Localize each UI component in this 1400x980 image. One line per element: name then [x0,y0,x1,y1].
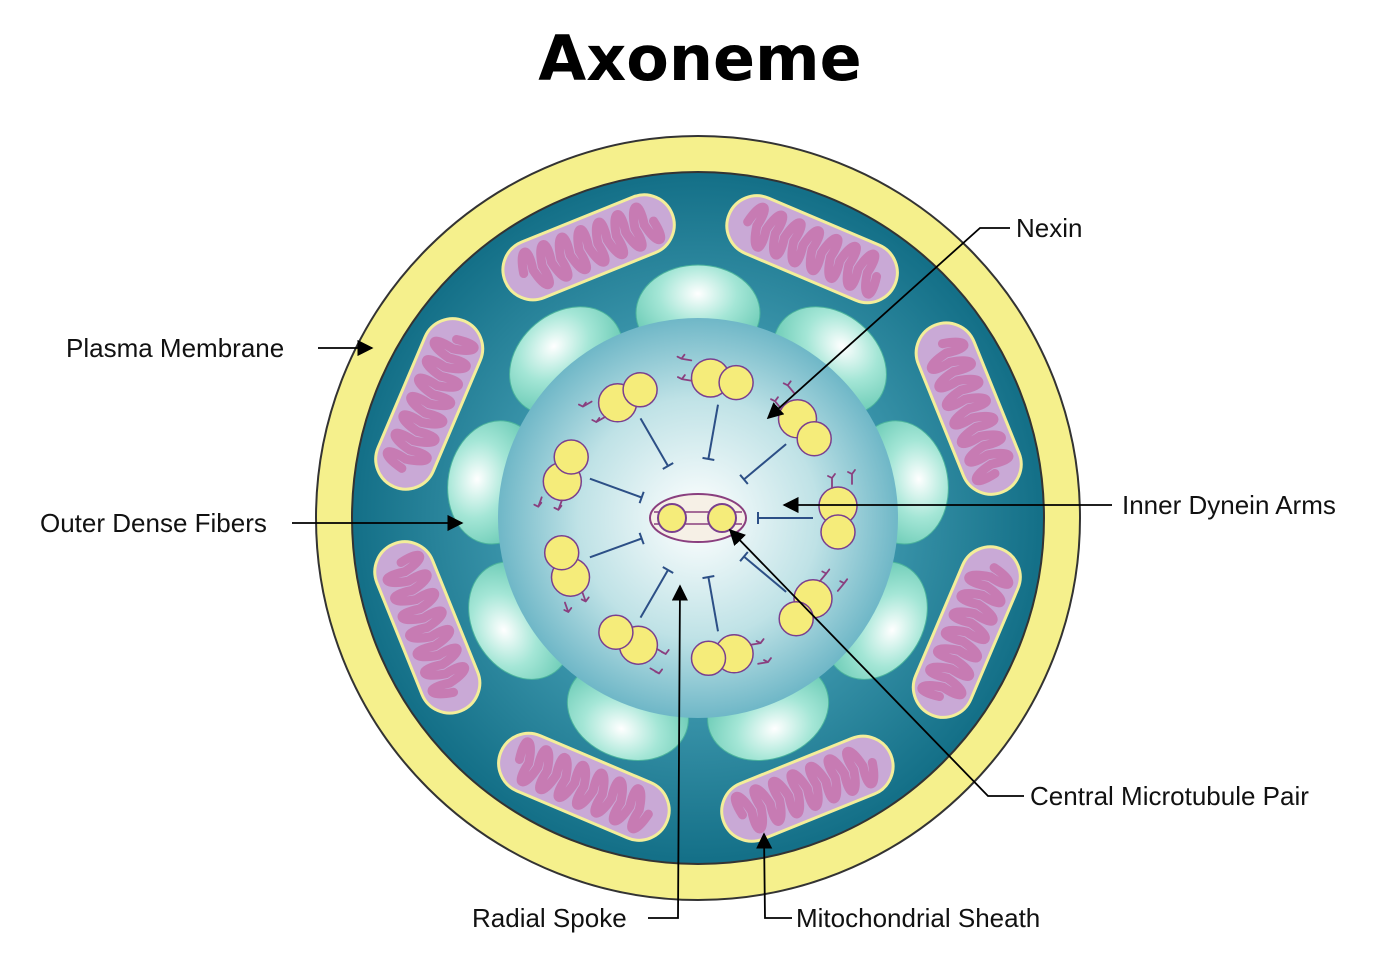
mitochondrion [374,317,485,491]
label-inner-dynein-arms: Inner Dynein Arms [1122,490,1336,520]
microtubule-b [543,534,580,571]
central-microtubule-pair-leader [728,528,1024,797]
mitochondrion [497,731,671,842]
microtubule-doublet [533,439,589,511]
label-radial-spoke: Radial Spoke [472,903,627,933]
dynein-arm [553,499,563,511]
radial-spoke [639,417,669,467]
radial-spoke [589,537,642,559]
microtubule-doublet [690,634,772,677]
mitochondrion [501,193,676,302]
dynein-arm [649,667,663,675]
microtubule-doublet [770,380,832,457]
label-mitochondrial-sheath: Mitochondrial Sheath [796,903,1041,933]
microtubule-doublet [578,372,658,423]
dynein-arm [819,568,831,583]
radial-spoke-head [702,575,715,580]
microtubule-doublet [676,353,754,401]
radial-spoke-head [662,566,674,574]
nexin-leader [766,227,1010,420]
dynein-arm [656,648,670,655]
radial-spoke-head [638,532,645,545]
radial-spoke-head [662,462,674,470]
microtubule-b [796,420,832,457]
dynein-arm [847,469,856,485]
microtubule-b [690,640,727,677]
radial-spoke-head [702,456,715,461]
mitochondrial-sheath-leader [756,832,792,919]
microtubule-b [598,614,634,650]
dynein-arm [749,638,765,646]
radial-spoke-head [739,474,749,485]
dynein-arm [578,400,593,408]
label-outer-dense-fibers: Outer Dense Fibers [40,508,267,538]
dynein-arm [757,657,772,665]
radial-spoke [743,443,787,481]
microtubule-b [622,372,658,408]
label-central-microtubule-pair: Central Microtubule Pair [1030,781,1309,811]
radial-spoke-head [739,551,749,562]
radial-spoke [639,569,669,619]
microtubule-b [553,439,589,475]
dynein-arm [827,473,836,489]
diagram-title: Axoneme [538,22,862,95]
radial-spoke-leader [648,584,689,919]
mitochondrion [720,734,895,843]
radial-spokes [589,404,813,632]
label-plasma-membrane: Plasma Membrane [66,333,285,363]
dynein-arm [580,591,590,603]
radial-spoke [589,477,642,499]
dynein-arm [676,353,693,362]
dynein-arm [563,601,573,613]
radial-spoke [707,576,719,632]
dynein-arm [782,380,795,394]
dynein-arm [677,374,693,382]
central-microtubule [657,503,687,533]
microtubule-b [778,600,814,637]
microtubule-b [718,364,754,401]
mitochondria [373,193,1023,843]
radial-spoke [743,555,787,593]
dynein-arm [591,416,606,423]
microtubule-doublet [778,568,849,637]
microtubule-doublet [598,614,670,675]
microtubule-doublets [533,353,858,677]
mitochondrion [373,540,482,715]
mitochondrion [911,545,1022,719]
central-microtubule [707,503,737,533]
mitochondrion [914,321,1023,496]
microtubule-doublet [818,469,858,550]
dynein-arm [533,496,543,508]
microtubule-b [820,514,856,550]
leader-lines [292,227,1112,919]
mitochondrion [725,194,899,305]
label-nexin: Nexin [1016,213,1083,243]
microtubule-doublet [543,534,591,613]
dynein-arm [836,578,849,592]
radial-spoke-head [638,491,645,504]
radial-spoke [707,404,719,460]
